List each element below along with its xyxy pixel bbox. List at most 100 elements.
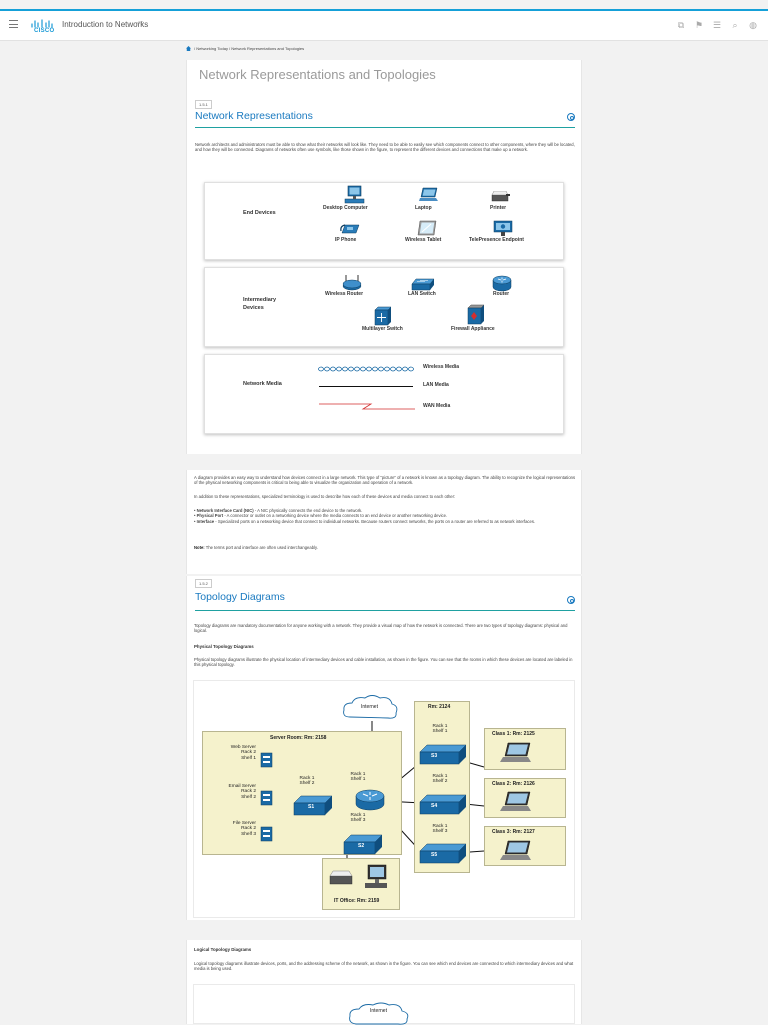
list-item: Network Interface Card (NIC) - A NIC phy… xyxy=(194,508,578,513)
intermediary-devices-panel: Intermediary Devices Wireless Router LAN… xyxy=(204,267,564,347)
desktop-computer-icon xyxy=(344,185,365,204)
window-icon[interactable]: ⧉ xyxy=(677,20,685,30)
device-label: Wireless Tablet xyxy=(405,237,442,243)
category-label: Intermediary xyxy=(243,297,277,303)
category-label: Devices xyxy=(243,305,264,311)
cisco-logo-icon xyxy=(31,19,53,28)
device-label: LAN Switch xyxy=(408,291,436,297)
section-info-icon[interactable] xyxy=(567,113,575,121)
section-intro: Network architects and administrators mu… xyxy=(195,142,575,153)
file-server-icon xyxy=(260,826,273,842)
section-intro: Topology diagrams are mandatory document… xyxy=(194,623,568,634)
device-label: Firewall Appliance xyxy=(451,326,495,332)
sub-heading: Physical Topology Diagrams xyxy=(194,644,254,649)
device-label: Wireless Router xyxy=(325,291,364,297)
firewall-appliance-icon xyxy=(467,304,485,325)
cisco-logo-text: CISCO xyxy=(34,28,55,34)
device-label: Printer xyxy=(490,205,507,211)
switch-name: S4 xyxy=(431,803,438,809)
list-item: Physical Port - A connector or outlet on… xyxy=(194,513,578,518)
paragraph: A diagram provides an easy way to unders… xyxy=(194,475,576,486)
printer-icon xyxy=(491,191,510,202)
cloud-label: Internet xyxy=(361,704,378,710)
paragraph: Physical topology diagrams illustrate th… xyxy=(194,657,573,668)
media-label: Wireless Media xyxy=(423,364,460,370)
paragraph: Logical topology diagrams illustrate dev… xyxy=(194,961,574,972)
lan-media-line xyxy=(319,386,413,387)
media-label: LAN Media xyxy=(423,382,449,388)
switch-s1-icon xyxy=(293,795,333,816)
email-server-icon xyxy=(260,790,273,806)
search-icon[interactable]: ⌕ xyxy=(732,20,738,30)
room-title: Class 3: Rm: 2127 xyxy=(492,829,535,835)
section-number: 1.5.2 xyxy=(195,579,212,588)
router-icon xyxy=(492,275,512,292)
category-label: Network Media xyxy=(243,381,282,387)
section-title: Topology Diagrams xyxy=(195,591,285,603)
section-info-icon[interactable] xyxy=(567,596,575,604)
room-title: Class 1: Rm: 2125 xyxy=(492,731,535,737)
terminology-card: A diagram provides an easy way to unders… xyxy=(186,470,582,574)
laptop-icon xyxy=(419,187,438,201)
device-label: Desktop Computer xyxy=(323,205,368,211)
end-devices-panel: End Devices Desktop Computer Laptop Prin… xyxy=(204,182,564,260)
globe-icon[interactable]: ◍ xyxy=(749,20,757,30)
room-title: Class 2: Rm: 2126 xyxy=(492,781,535,787)
wireless-tablet-icon xyxy=(417,220,437,236)
logical-internet-cloud-icon xyxy=(349,1002,409,1025)
sub-heading: Logical Topology Diagrams xyxy=(194,947,252,952)
room-title: IT Office: Rm: 2159 xyxy=(334,898,380,904)
menu-icon[interactable] xyxy=(9,20,18,28)
it-desktop-icon xyxy=(365,864,387,888)
wireless-media-symbol-icon xyxy=(318,366,414,372)
category-label: End Devices xyxy=(243,210,276,216)
class2-laptop-icon xyxy=(500,791,531,811)
course-title[interactable]: Introduction to Networks xyxy=(62,20,149,29)
class1-laptop-icon xyxy=(500,742,531,762)
section-title: Network Representations xyxy=(195,110,313,122)
switch-name: S3 xyxy=(431,753,438,759)
app-header: CISCO Introduction to Networks v7.0 ⧉ ⚑ … xyxy=(0,11,768,41)
section-divider xyxy=(195,610,575,611)
page-title: Network Representations and Topologies xyxy=(199,67,436,82)
list-item: Interface - Specialized ports on a netwo… xyxy=(194,519,578,524)
switch-name: S1 xyxy=(308,804,315,810)
it-printer-icon xyxy=(329,870,353,885)
home-icon[interactable] xyxy=(186,46,191,51)
device-label: Multilayer Switch xyxy=(362,326,403,332)
room-title: Server Room: Rm: 2158 xyxy=(270,735,327,741)
wireless-router-icon xyxy=(342,275,362,291)
class3-laptop-icon xyxy=(500,840,531,860)
device-label: IP Phone xyxy=(335,237,357,243)
device-label: TelePresence Endpoint xyxy=(469,237,524,243)
lan-switch-icon xyxy=(411,278,435,291)
bookmark-icon[interactable]: ⚑ xyxy=(694,20,704,30)
device-label: Laptop xyxy=(415,205,432,211)
device-label: Router xyxy=(493,291,510,297)
switch-name: S2 xyxy=(358,843,365,849)
switch-s2-icon xyxy=(343,834,383,855)
switch-s4-icon xyxy=(419,794,467,815)
paragraph: In addition to these representations, sp… xyxy=(194,494,456,499)
section-number: 1.5.1 xyxy=(195,100,212,109)
list-icon[interactable]: ☰ xyxy=(712,20,722,30)
ip-phone-icon xyxy=(340,224,360,234)
switch-name: S5 xyxy=(431,852,438,858)
switch-s3-icon xyxy=(419,744,467,765)
breadcrumb-path[interactable]: / Networking Today / Network Representat… xyxy=(194,46,305,51)
version-badge: v7.0 xyxy=(136,20,144,25)
telepresence-endpoint-icon xyxy=(493,220,513,236)
cloud-label: Internet xyxy=(370,1008,387,1014)
section-divider xyxy=(195,127,575,128)
media-label: WAN Media xyxy=(423,403,451,409)
network-media-panel: Network Media Wireless Media LAN Media W… xyxy=(204,354,564,434)
